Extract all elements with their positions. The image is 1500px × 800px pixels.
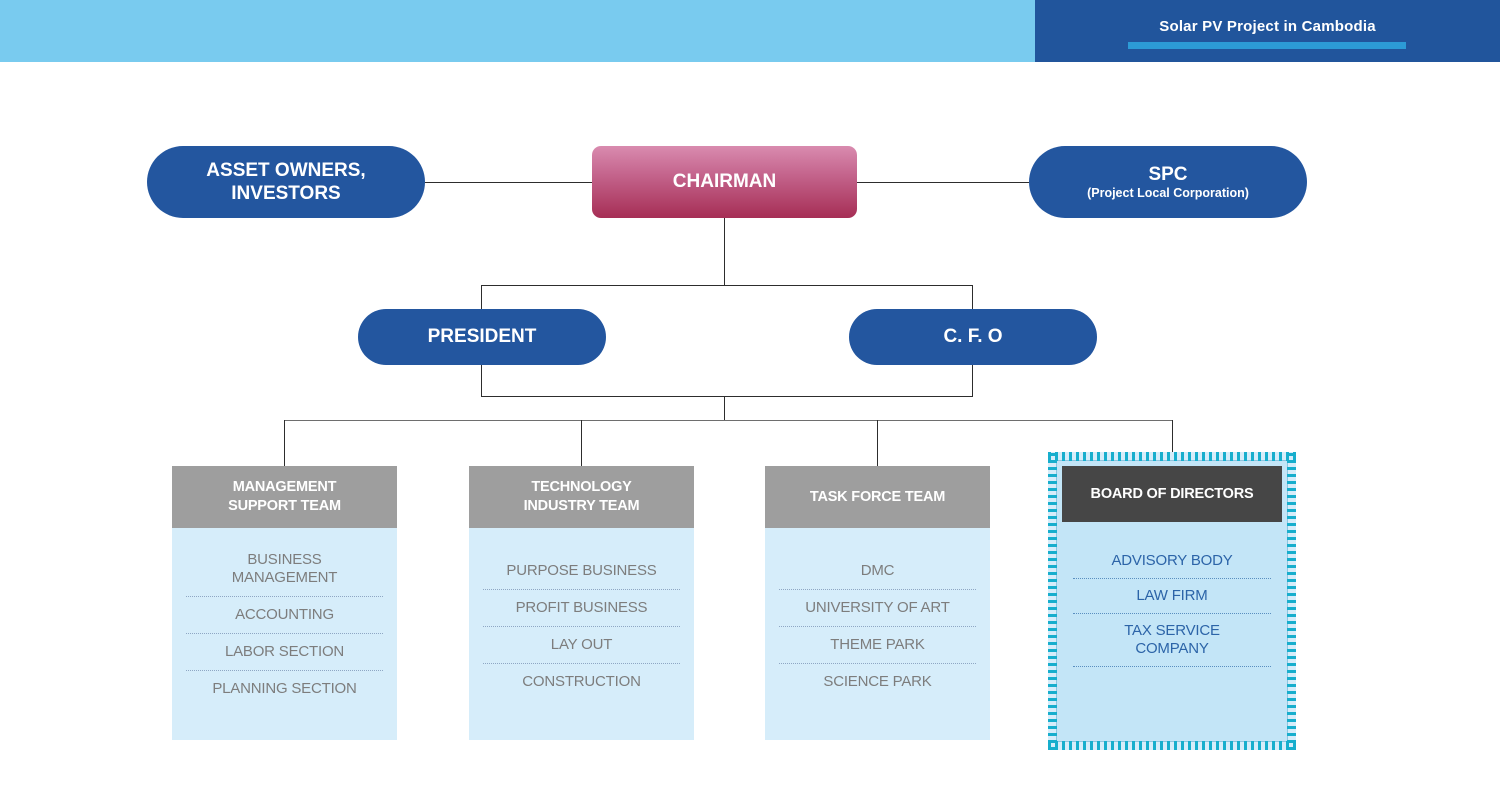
team-column-technology-industry[interactable]: TECHNOLOGY INDUSTRY TEAM PURPOSE BUSINES… [469, 466, 694, 740]
team-header-board-of-directors: BOARD OF DIRECTORS [1062, 466, 1282, 522]
node-chairman[interactable]: CHAIRMAN [592, 146, 857, 218]
connector-down-president [481, 285, 482, 309]
team-header-management-support: MANAGEMENT SUPPORT TEAM [172, 466, 397, 528]
connector-cfo-up [972, 365, 973, 397]
team-body-task-force: DMC UNIVERSITY OF ART THEME PARK SCIENCE… [765, 528, 990, 740]
list-item[interactable]: PLANNING SECTION [212, 680, 357, 697]
list-item[interactable]: CONSTRUCTION [522, 673, 641, 690]
team-header-line2: SUPPORT TEAM [228, 498, 341, 514]
list-item[interactable]: PROFIT BUSINESS [483, 590, 680, 627]
node-president[interactable]: PRESIDENT [358, 309, 606, 365]
list-item[interactable]: BUSINESS MANAGEMENT [186, 542, 383, 597]
connector-drop-taskforce [877, 420, 878, 466]
node-spc-label: SPC [1148, 163, 1188, 185]
node-president-label: PRESIDENT [427, 326, 537, 348]
connector-drop-technology [581, 420, 582, 466]
list-item[interactable]: ACCOUNTING [186, 597, 383, 634]
selection-marquee-bottom [1048, 741, 1296, 750]
node-chairman-label: CHAIRMAN [672, 171, 777, 193]
connector-down-to-teams-bus [724, 396, 725, 421]
list-item[interactable]: LAW FIRM [1073, 579, 1271, 614]
list-item[interactable]: SCIENCE PARK [823, 673, 932, 690]
node-spc-sublabel: (Project Local Corporation) [1087, 185, 1249, 200]
header-band-left [0, 0, 1035, 62]
list-item[interactable]: THEME PARK [779, 627, 976, 664]
connector-teams-bus [284, 420, 1172, 421]
node-cfo-label: C. F. O [943, 326, 1003, 348]
node-asset-owners[interactable]: ASSET OWNERS, INVESTORS [147, 146, 425, 218]
team-body-board-of-directors: ADVISORY BODY LAW FIRM TAX SERVICE COMPA… [1057, 522, 1287, 741]
team-header-line2: INDUSTRY TEAM [523, 498, 640, 514]
connector-president-up [481, 365, 482, 397]
team-column-management-support[interactable]: MANAGEMENT SUPPORT TEAM BUSINESS MANAGEM… [172, 466, 397, 740]
team-header-technology-industry: TECHNOLOGY INDUSTRY TEAM [469, 466, 694, 528]
connector-chairman-to-spc [857, 182, 1029, 183]
list-item[interactable]: ADVISORY BODY [1073, 544, 1271, 579]
team-header-line1: TASK FORCE TEAM [809, 488, 946, 505]
team-column-board-inner: BOARD OF DIRECTORS ADVISORY BODY LAW FIR… [1056, 460, 1288, 742]
list-item[interactable]: LAY OUT [483, 627, 680, 664]
team-header-line1: TECHNOLOGY [531, 479, 632, 496]
header-band-right [1035, 0, 1500, 62]
list-item[interactable]: UNIVERSITY OF ART [779, 590, 976, 627]
team-header-line1: MANAGEMENT [232, 479, 337, 496]
connector-down-cfo [972, 285, 973, 309]
connector-chairman-down [724, 218, 725, 285]
team-body-management-support: BUSINESS MANAGEMENT ACCOUNTING LABOR SEC… [172, 528, 397, 740]
node-asset-owners-line1: ASSET OWNERS, [206, 159, 366, 181]
connector-asset-owners-to-chairman [425, 182, 592, 183]
team-column-task-force[interactable]: TASK FORCE TEAM DMC UNIVERSITY OF ART TH… [765, 466, 990, 740]
connector-bar-below-president-cfo [481, 396, 973, 397]
connector-drop-management [284, 420, 285, 466]
node-cfo[interactable]: C. F. O [849, 309, 1097, 365]
selection-marquee-right [1287, 452, 1296, 750]
team-column-board-of-directors[interactable]: BOARD OF DIRECTORS ADVISORY BODY LAW FIR… [1048, 452, 1296, 750]
header-underline-bar [1128, 42, 1406, 49]
team-header-task-force: TASK FORCE TEAM [765, 466, 990, 528]
team-body-technology-industry: PURPOSE BUSINESS PROFIT BUSINESS LAY OUT… [469, 528, 694, 740]
page-title: Solar PV Project in Cambodia [1159, 18, 1376, 35]
team-header-line1: BOARD OF DIRECTORS [1090, 485, 1254, 502]
node-spc[interactable]: SPC (Project Local Corporation) [1029, 146, 1307, 218]
list-item[interactable]: DMC [779, 542, 976, 590]
list-item[interactable]: LABOR SECTION [186, 634, 383, 671]
node-asset-owners-line2: INVESTORS [231, 183, 341, 204]
list-item[interactable]: TAX SERVICE COMPANY [1073, 614, 1271, 667]
connector-bar-president-cfo [481, 285, 973, 286]
list-item[interactable]: PURPOSE BUSINESS [483, 542, 680, 590]
connector-drop-board [1172, 420, 1173, 460]
